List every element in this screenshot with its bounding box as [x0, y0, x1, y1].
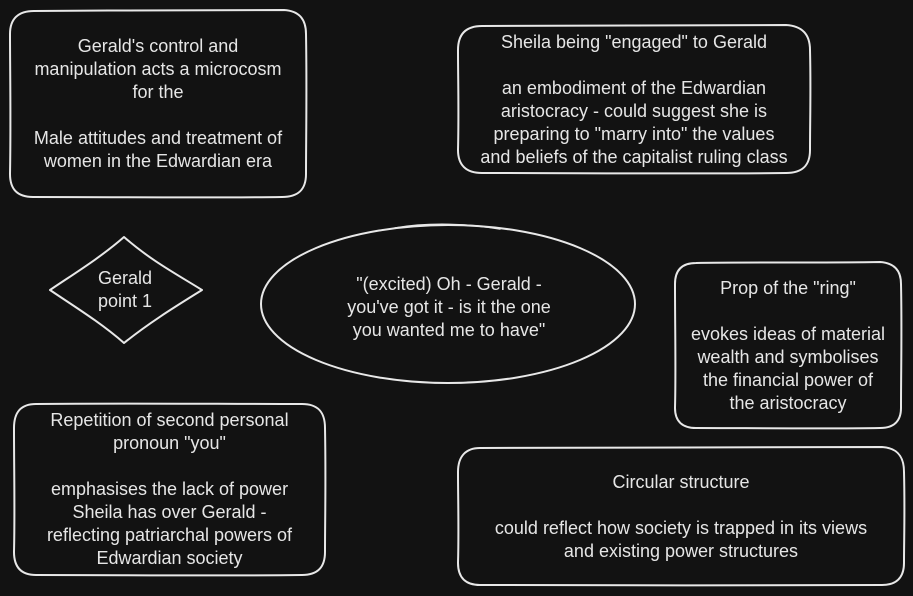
- repetition-box: [13, 402, 327, 577]
- prop-ring-box: [674, 261, 903, 430]
- quote-ellipse-sketch: [394, 223, 501, 230]
- circular-text: Circular structure could reflect how soc…: [494, 471, 868, 561]
- gerald-control-box: [9, 9, 308, 199]
- gerald-control-text: Gerald's control and manipulation acts a…: [33, 36, 283, 171]
- prop-ring-text: Prop of the "ring" evokes ideas of mater…: [690, 277, 886, 413]
- gerald-point-text: Gerald point 1: [97, 268, 153, 311]
- quote-text: "(excited) Oh - Gerald - you've got it -…: [347, 273, 551, 340]
- repetition-text: Repetition of second personal pronoun "y…: [46, 410, 293, 568]
- sheila-engaged-text: Sheila being "engaged" to Gerald an embo…: [480, 32, 788, 167]
- gerald-point-diamond: [49, 236, 203, 344]
- sheila-engaged-box: [457, 24, 812, 175]
- circular-box: [457, 446, 906, 587]
